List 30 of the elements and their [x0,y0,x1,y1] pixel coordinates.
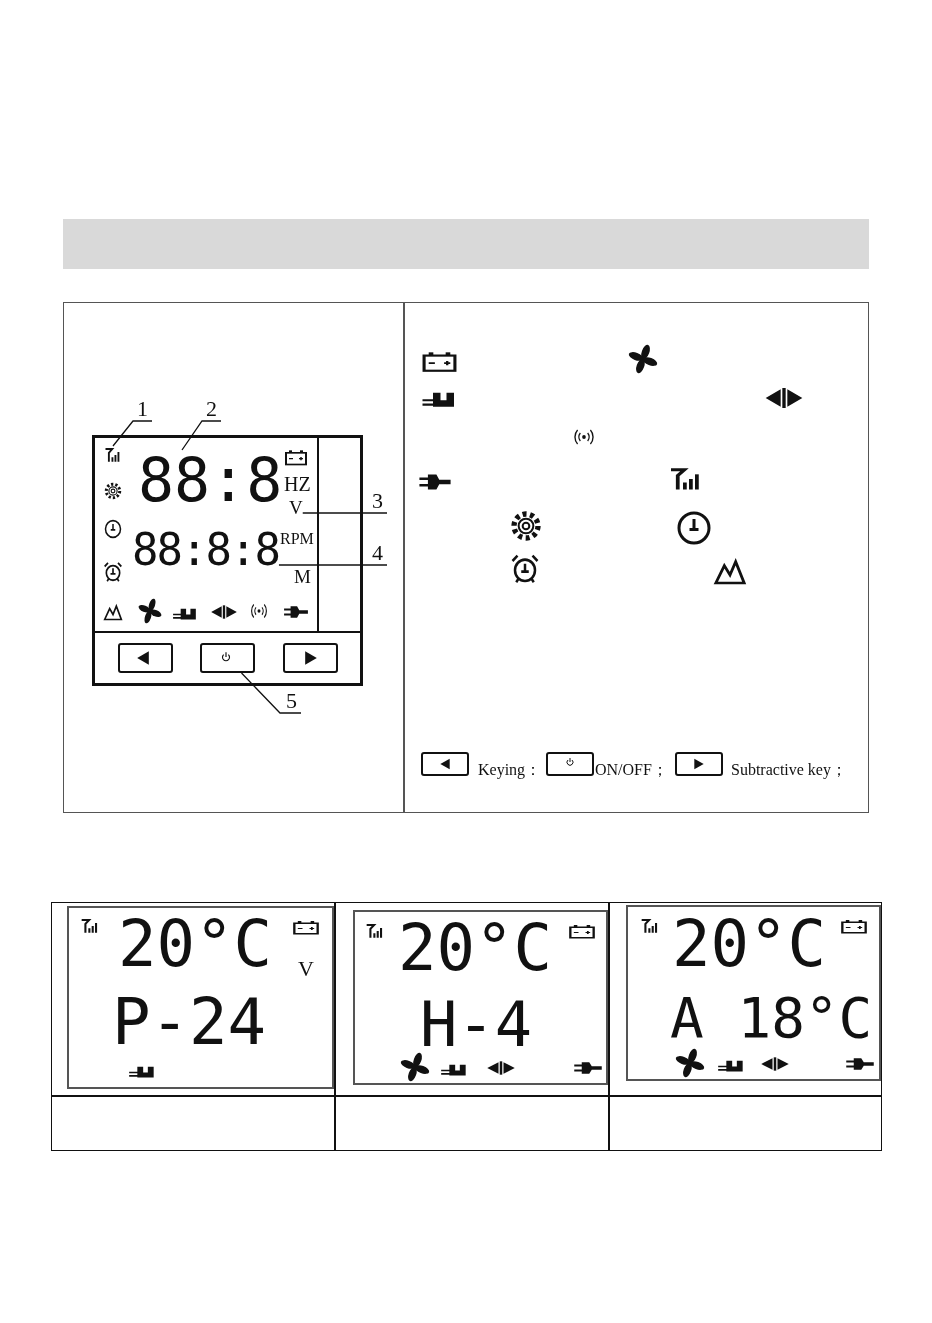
display-reading: 20°C [398,916,553,980]
unit-text: RPM [280,531,314,547]
callout-number: 2 [206,398,217,420]
callout-number: 1 [137,398,148,420]
leader-line [302,512,388,514]
callout-number: 4 [372,542,383,564]
segment-digits: 88:8:8 [132,528,279,572]
unit-text: V [298,958,314,980]
display-reading: A 18°C [670,990,873,1046]
power-button [546,752,594,776]
display-reading: 20°C [118,912,273,976]
callout-number: 3 [372,490,383,512]
callout-number: 5 [286,690,297,712]
leader-line [181,420,222,451]
signal-icon [104,446,122,464]
display-reading: P-24 [112,990,267,1054]
segment-digits: 88:8 [138,450,283,510]
power-button [200,643,255,673]
leader-line [112,420,153,447]
leader-line [240,672,302,714]
display-reading: 20°C [672,912,827,976]
unit-text: HZ [284,474,311,494]
display-reading: H-4 [420,994,532,1056]
heading-bar [63,219,869,269]
leader-line [278,564,388,566]
key-description: ON/OFF； [595,762,668,778]
unit-text: V [289,498,303,517]
key-description: Subtractive key； [731,762,847,778]
unit-text: M [294,567,311,586]
key-description: Keying： [478,762,542,778]
